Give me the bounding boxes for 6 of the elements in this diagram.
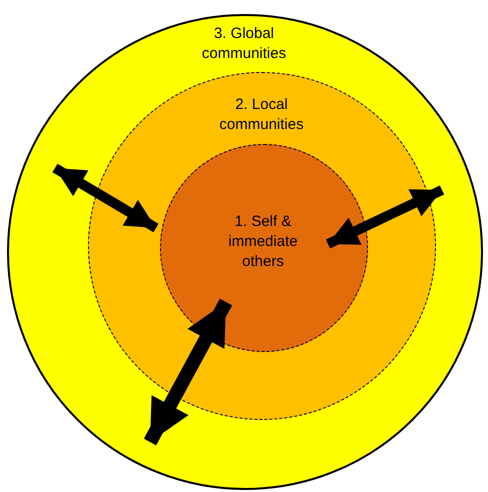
double-arrow	[52, 164, 159, 232]
circle-label: 3. Global communities	[200, 24, 288, 64]
double-arrow	[144, 298, 232, 446]
circle-label: 2. Local communities	[218, 94, 305, 134]
circle-label: 1. Self & immediate others	[227, 212, 299, 272]
double-arrow	[326, 185, 444, 249]
